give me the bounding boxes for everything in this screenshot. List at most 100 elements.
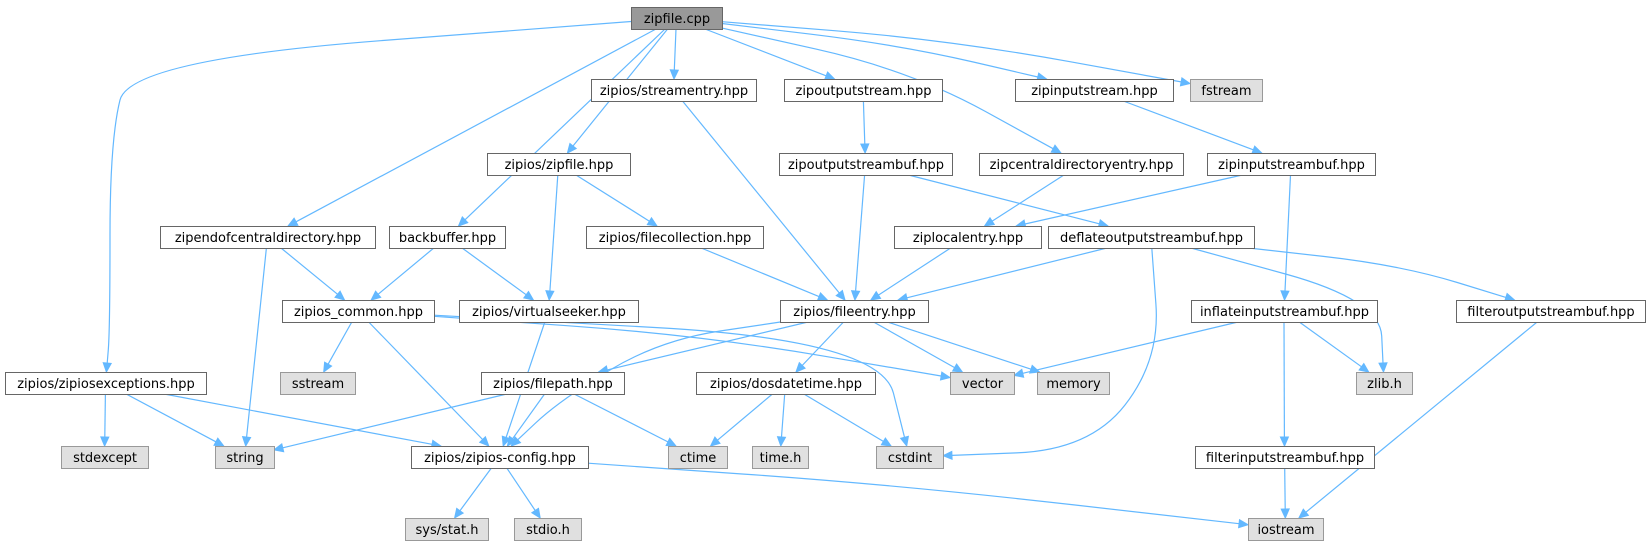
node-inflateinputstreambuf[interactable]: inflateinputstreambuf.hpp [1191, 300, 1378, 323]
node-label: zipinputstreambuf.hpp [1218, 158, 1365, 173]
node-label: ctime [680, 451, 717, 466]
edge-line [575, 174, 650, 222]
edge-zipcentraldirectoryentry-to-ziplocalentry [983, 174, 1065, 227]
edge-zipoutputstreambuf-to-fileentry [850, 174, 866, 302]
node-label: time.h [760, 451, 802, 466]
edge-zipfile_cpp-to-streamentry [669, 28, 680, 81]
edge-line [295, 28, 657, 223]
node-filteroutputstreambuf[interactable]: filteroutputstreambuf.hpp [1456, 300, 1646, 323]
edge-line [327, 321, 353, 365]
node-box [784, 79, 943, 102]
node-backbuffer[interactable]: backbuffer.hpp [389, 226, 506, 249]
node-zipinputstream[interactable]: zipinputstream.hpp [1015, 79, 1174, 102]
node-ziplocalentry[interactable]: ziplocalentry.hpp [894, 226, 1042, 249]
node-label: stdio.h [526, 523, 570, 538]
edge-filepath-to-zipios_config [506, 393, 546, 448]
node-label: zipios/zipios-config.hpp [424, 451, 576, 466]
node-virtualseeker[interactable]: zipios/virtualseeker.hpp [459, 300, 639, 323]
edge-arrowhead [1378, 362, 1388, 374]
node-label: fstream [1201, 84, 1251, 99]
edge-backbuffer-to-virtualseeker [461, 247, 535, 301]
edge-line [549, 174, 559, 292]
node-iostream: iostream [1248, 518, 1324, 541]
node-cstdint: cstdint [876, 446, 944, 469]
edge-line [163, 393, 433, 445]
node-label: zipfile.cpp [644, 12, 710, 27]
node-box [779, 153, 953, 176]
node-deflateoutputstreambuf[interactable]: deflateoutputstreambuf.hpp [1048, 226, 1255, 249]
edge-line [459, 467, 492, 512]
node-zipiosexceptions[interactable]: zipios/zipiosexceptions.hpp [5, 372, 207, 395]
edge-arrowhead [453, 507, 465, 519]
node-zipios-config[interactable]: zipios/zipios-config.hpp [411, 446, 589, 469]
edge-zipiosexceptions-to-zipios_config [163, 393, 443, 449]
node-box [668, 446, 728, 469]
node-label: zipios/filecollection.hpp [599, 231, 751, 246]
edge-arrowhead [860, 143, 870, 155]
edge-arrowhead [1050, 144, 1063, 154]
node-box [696, 372, 876, 395]
node-box [1048, 226, 1255, 249]
edge-line [104, 393, 106, 438]
edge-zipinputstreambuf-to-ziplocalentry [1014, 174, 1243, 229]
edge-line [873, 321, 955, 369]
edge-arrowhead [100, 436, 110, 448]
node-label: zipoutputstreambuf.hpp [788, 158, 944, 173]
node-label: iostream [1257, 523, 1314, 538]
edge-zipios_common-to-zipios_config [368, 321, 490, 447]
node-box [1207, 153, 1376, 176]
edge-zipfile_cpp-to-zipoutputstream [704, 28, 836, 81]
edge-line [700, 247, 820, 298]
edge-arrowhead [939, 371, 952, 381]
node-filepath[interactable]: zipios/filepath.hpp [481, 372, 625, 395]
node-zipinputstreambuf[interactable]: zipinputstreambuf.hpp [1207, 153, 1376, 176]
edge-arrowhead [709, 436, 721, 447]
edge-arrowhead [334, 290, 346, 301]
node-zipfile-hpp[interactable]: zipios/zipfile.hpp [487, 153, 631, 176]
node-zipoutputstream[interactable]: zipoutputstream.hpp [784, 79, 943, 102]
node-label: zipios/virtualseeker.hpp [472, 305, 626, 320]
node-box [591, 79, 757, 102]
node-filecollection[interactable]: zipios/filecollection.hpp [586, 226, 764, 249]
node-zipios-common[interactable]: zipios_common.hpp [282, 300, 435, 323]
node-box [389, 226, 506, 249]
node-fileentry[interactable]: zipios/fileentry.hpp [780, 300, 929, 323]
edge-arrowhead [823, 71, 836, 81]
node-box [411, 446, 589, 469]
edge-line [780, 393, 786, 438]
node-label: filterinputstreambuf.hpp [1206, 451, 1364, 466]
edge-line [280, 247, 338, 295]
node-zipoutputstreambuf[interactable]: zipoutputstreambuf.hpp [779, 153, 953, 176]
edge-fileentry-to-memory [887, 321, 1041, 374]
node-box [487, 153, 631, 176]
node-streamentry[interactable]: zipios/streamentry.hpp [591, 79, 757, 102]
node-zipcentraldirectoryentry[interactable]: zipcentraldirectoryentry.hpp [979, 153, 1184, 176]
node-zipendofcentraldirectory[interactable]: zipendofcentraldirectory.hpp [160, 226, 376, 249]
edge-fileentry-to-filepath [597, 321, 809, 375]
edge-line [587, 462, 1240, 525]
node-filterinputstreambuf[interactable]: filterinputstreambuf.hpp [1195, 446, 1375, 469]
edge-line [803, 393, 884, 442]
node-label: zipcentraldirectoryentry.hpp [990, 158, 1174, 173]
edge-zipfile_cpp-to-zipiosexceptions [102, 20, 632, 374]
edge-zipfile_hpp-to-filecollection [575, 174, 659, 227]
node-dosdatetime[interactable]: zipios/dosdatetime.hpp [696, 372, 876, 395]
edge-arrowhead [1251, 145, 1263, 155]
edge-arrowhead [478, 435, 490, 447]
edge-deflateoutputstreambuf-to-fileentry [896, 247, 1108, 303]
edge-arrowhead [286, 217, 299, 227]
edge-arrowhead [1279, 436, 1290, 448]
edge-line [682, 100, 840, 294]
edge-arrowhead [1012, 368, 1025, 378]
edge-line [125, 393, 217, 443]
edge-arrowhead [899, 435, 910, 448]
edge-filepath-to-string [272, 393, 507, 453]
edge-line [246, 247, 267, 438]
node-box [160, 226, 376, 249]
edges-layer [100, 20, 1538, 529]
edge-zipfile_cpp-to-zipcentraldirectoryentry [721, 27, 1063, 154]
edge-arrowhead [665, 437, 677, 447]
node-label: zlib.h [1367, 377, 1402, 392]
edge-fileentry-to-dosdatetime [795, 321, 844, 373]
node-label: deflateoutputstreambuf.hpp [1060, 231, 1243, 246]
